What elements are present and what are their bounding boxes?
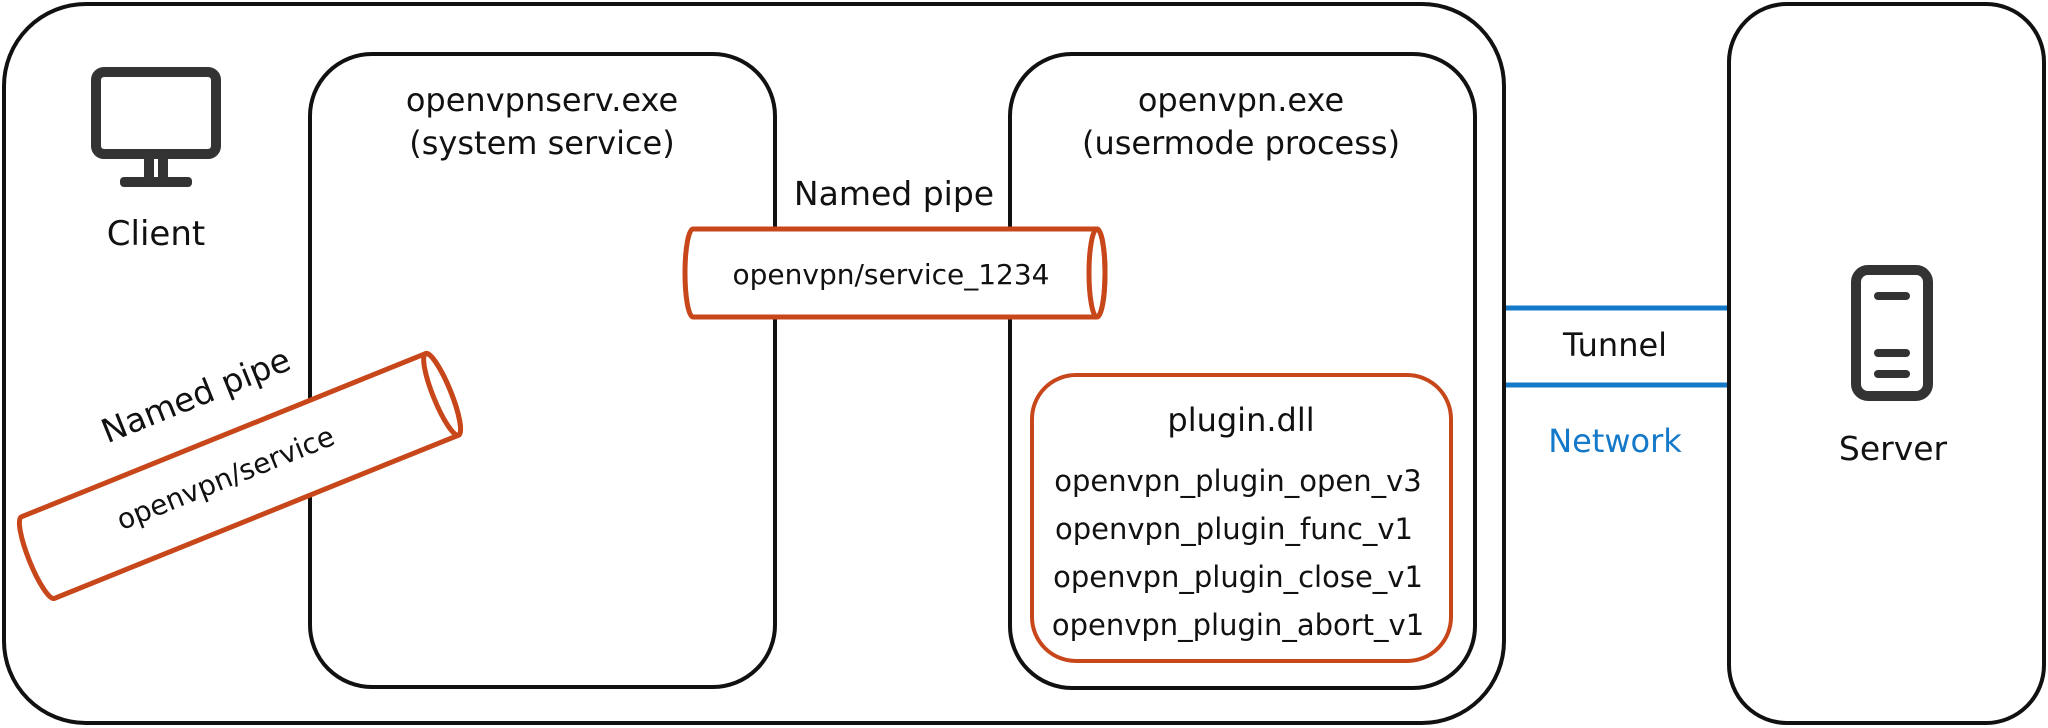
- plugin-function: openvpn_plugin_open_v3: [1054, 464, 1422, 498]
- network-label: Network: [1548, 422, 1682, 460]
- plugin-dll-box: [1030, 373, 1453, 663]
- tunnel-label: Tunnel: [1562, 326, 1667, 364]
- plugin-function: openvpn_plugin_abort_v1: [1052, 608, 1424, 642]
- openvpn-box: [1008, 52, 1477, 690]
- server-icon: [1851, 265, 1933, 401]
- openvpnserv-title: openvpnserv.exe: [406, 81, 678, 119]
- instance-pipe-name: openvpn/service_1234: [733, 258, 1050, 291]
- service-named-pipe: [16, 350, 464, 602]
- openvpn-subtitle: (usermode process): [1082, 124, 1400, 162]
- instance-named-pipe: [682, 226, 1108, 320]
- server-container: [1727, 2, 2046, 725]
- openvpnserv-subtitle: (system service): [409, 124, 674, 162]
- instance-pipe-label: Named pipe: [794, 174, 994, 213]
- plugin-function: openvpn_plugin_func_v1: [1055, 512, 1413, 546]
- client-container: [2, 2, 1506, 725]
- client-label: Client: [107, 214, 205, 254]
- plugin-function: openvpn_plugin_close_v1: [1053, 560, 1423, 594]
- openvpnserv-box: [308, 52, 777, 689]
- plugin-dll-title: plugin.dll: [1167, 401, 1314, 439]
- server-label: Server: [1839, 429, 1948, 468]
- monitor-icon: [91, 67, 221, 187]
- openvpn-title: openvpn.exe: [1138, 81, 1344, 119]
